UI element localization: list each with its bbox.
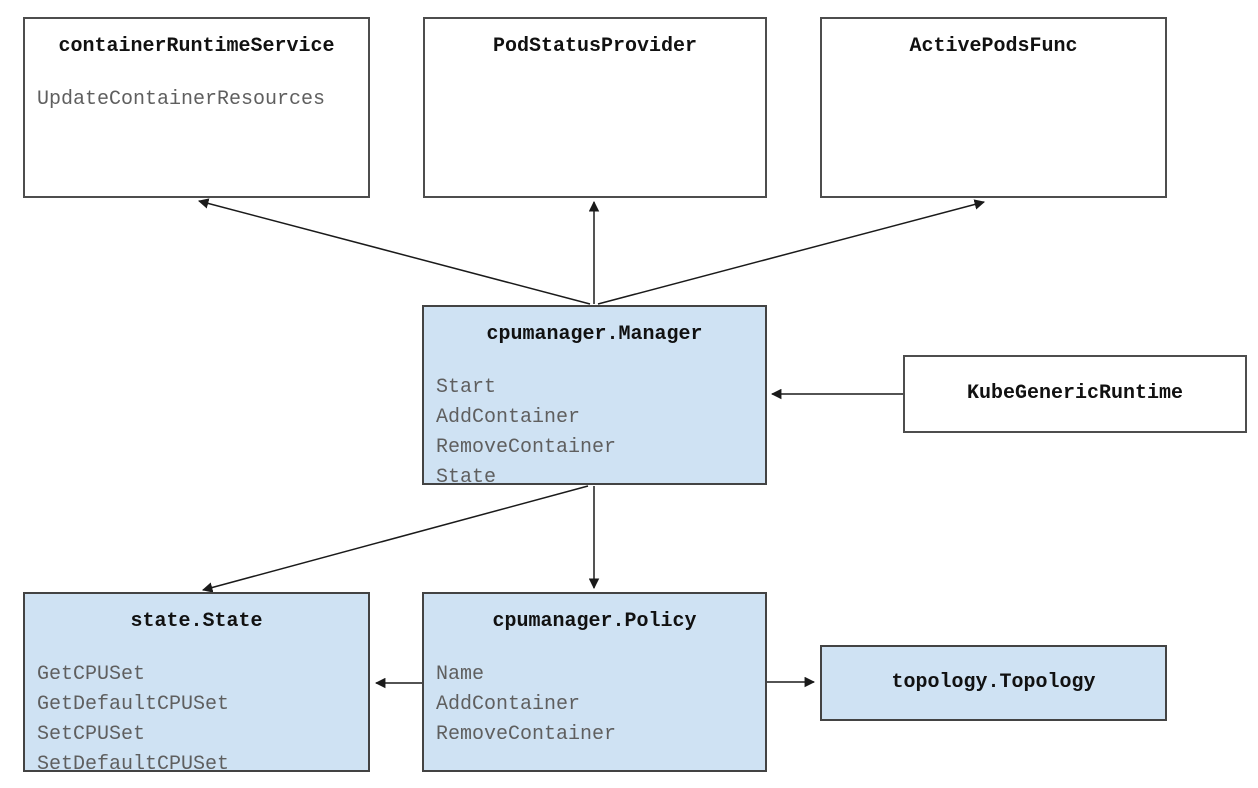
method-item: SetDefaultCPUSet	[37, 753, 230, 776]
method-item: UpdateContainerResources	[37, 88, 326, 111]
method-item: GetDefaultCPUSet	[37, 693, 230, 716]
method-item: RemoveContainer	[436, 436, 617, 459]
method-item: Start	[436, 376, 497, 399]
method-list: GetCPUSet GetDefaultCPUSet SetCPUSet Set…	[37, 660, 368, 780]
node-topology-topology: topology.Topology	[820, 645, 1167, 721]
node-title: cpumanager.Policy	[492, 610, 697, 633]
node-title: topology.Topology	[891, 671, 1096, 694]
method-item: AddContainer	[436, 406, 581, 429]
node-title: containerRuntimeService	[58, 35, 335, 58]
method-item: SetCPUSet	[37, 723, 146, 746]
method-item: Name	[436, 663, 485, 686]
node-cpumanager-manager: cpumanager.Manager Start AddContainer Re…	[422, 305, 767, 489]
node-title: KubeGenericRuntime	[966, 382, 1184, 405]
method-item: RemoveContainer	[436, 723, 617, 746]
node-cpumanager-policy: cpumanager.Policy Name AddContainer Remo…	[422, 592, 767, 772]
node-container-runtime-service: containerRuntimeService UpdateContainerR…	[23, 17, 370, 198]
arrow-manager-to-container-runtime-service	[197, 198, 591, 305]
method-item: GetCPUSet	[37, 663, 146, 686]
method-list: UpdateContainerResources	[37, 85, 368, 115]
node-title: ActivePodsFunc	[909, 35, 1078, 58]
node-kube-generic-runtime: KubeGenericRuntime	[903, 355, 1247, 433]
method-item: AddContainer	[436, 693, 581, 716]
node-title: PodStatusProvider	[492, 35, 698, 58]
node-pod-status-provider: PodStatusProvider	[423, 17, 767, 198]
node-active-pods-func: ActivePodsFunc	[820, 17, 1167, 198]
node-title: cpumanager.Manager	[486, 323, 703, 346]
arrow-manager-to-state-state	[201, 485, 589, 593]
method-list: Name AddContainer RemoveContainer	[436, 660, 765, 750]
node-state-state: state.State GetCPUSet GetDefaultCPUSet S…	[23, 592, 370, 776]
method-list: Start AddContainer RemoveContainer State	[436, 373, 765, 493]
method-item: State	[436, 466, 497, 489]
arrow-manager-to-active-pods-func	[597, 199, 986, 305]
node-title: state.State	[130, 610, 263, 633]
